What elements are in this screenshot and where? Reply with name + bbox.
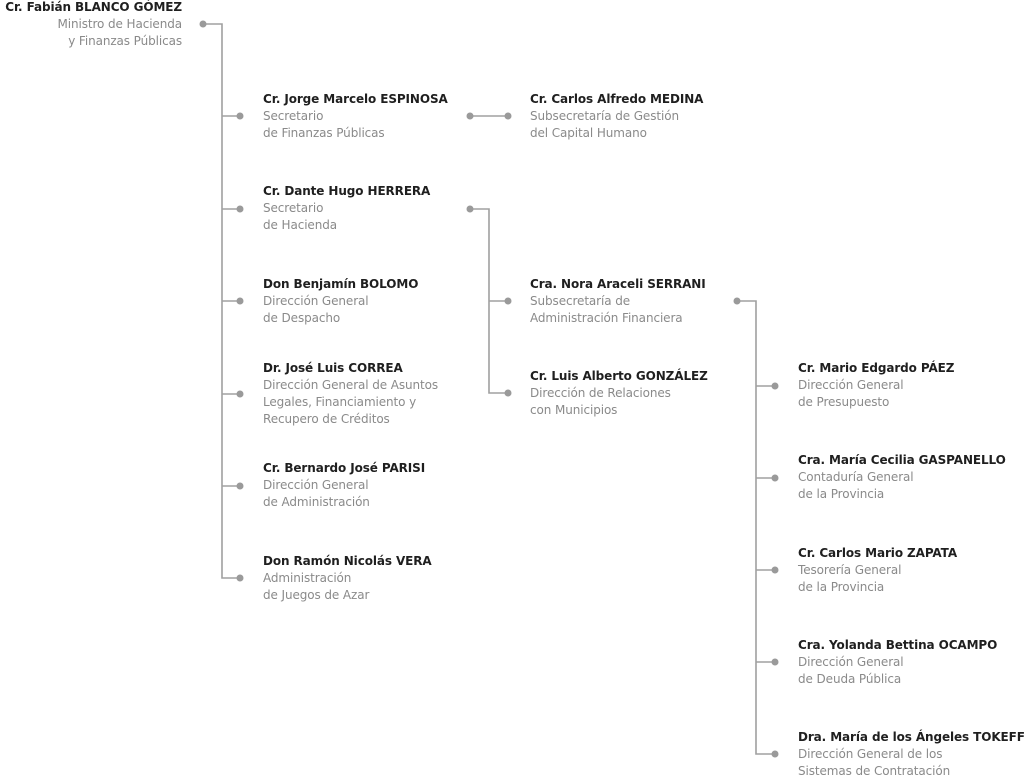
node-role: Dirección General	[798, 655, 904, 669]
node-role: de Juegos de Azar	[263, 588, 370, 602]
node-name: Don Benjamín BOLOMO	[263, 277, 419, 291]
node-gonzalez: Cr. Luis Alberto GONZÁLEZ Dirección de R…	[530, 368, 708, 419]
dot-zapata	[771, 566, 779, 574]
node-parisi: Cr. Bernardo José PARISI Dirección Gener…	[263, 460, 425, 511]
node-serrani: Cra. Nora Araceli SERRANI Subsecretaría …	[530, 276, 706, 327]
dot-l1-5	[236, 574, 244, 582]
node-role: Dirección de Relaciones	[530, 386, 671, 400]
node-tokeff: Dra. María de los Ángeles TOKEFF Direcci…	[798, 729, 1024, 780]
dot-l1-0	[236, 112, 244, 120]
dot-paez	[771, 382, 779, 390]
serrani-trunk	[737, 300, 775, 755]
node-role: de Administración	[263, 495, 370, 509]
node-paez: Cr. Mario Edgardo PÁEZ Dirección General…	[798, 360, 954, 411]
node-espinosa: Cr. Jorge Marcelo ESPINOSA Secretario de…	[263, 91, 448, 142]
node-zapata: Cr. Carlos Mario ZAPATA Tesorería Genera…	[798, 545, 957, 596]
dot-ocampo	[771, 658, 779, 666]
node-role: Dirección General de los	[798, 747, 943, 761]
node-role: Administración	[263, 571, 352, 585]
node-role: Secretario	[263, 109, 324, 123]
node-role: Dirección General	[798, 378, 904, 392]
node-role: y Finanzas Públicas	[68, 34, 182, 48]
node-name: Cra. Yolanda Bettina OCAMPO	[798, 638, 998, 652]
node-role: Subsecretaría de Gestión	[530, 109, 679, 123]
node-role: Dirección General	[263, 294, 369, 308]
node-name: Don Ramón Nicolás VERA	[263, 554, 432, 568]
node-role: Recupero de Créditos	[263, 412, 390, 426]
dot-l1-3	[236, 390, 244, 398]
node-vera: Don Ramón Nicolás VERA Administración de…	[263, 553, 432, 604]
node-role: del Capital Humano	[530, 126, 647, 140]
node-role: Tesorería General	[798, 563, 902, 577]
node-role: Ministro de Hacienda	[57, 17, 183, 31]
dot-l1-1	[236, 205, 244, 213]
dot-herrera-out	[466, 205, 474, 213]
dot-gaspanello	[771, 474, 779, 482]
dot-l1-4	[236, 482, 244, 490]
node-correa: Dr. José Luis CORREA Dirección General d…	[263, 360, 438, 428]
node-role: Dirección General de Asuntos	[263, 378, 439, 392]
node-role: Legales, Financiamiento y	[263, 395, 417, 409]
node-role: Contaduría General	[798, 470, 914, 484]
node-name: Cr. Jorge Marcelo ESPINOSA	[263, 92, 448, 106]
node-name: Cr. Carlos Mario ZAPATA	[798, 546, 958, 560]
node-herrera: Cr. Dante Hugo HERRERA Secretario de Hac…	[263, 183, 430, 234]
node-role: Subsecretaría de	[530, 294, 631, 308]
dot-espinosa-out	[466, 112, 474, 120]
node-role: de Deuda Pública	[798, 672, 902, 686]
dot-medina	[504, 112, 512, 120]
dot-serrani-out	[733, 297, 741, 305]
node-medina: Cr. Carlos Alfredo MEDINA Subsecretaría …	[530, 91, 703, 142]
dot-gonzalez	[504, 389, 512, 397]
node-role: de Presupuesto	[798, 395, 890, 409]
node-role: Administración Financiera	[530, 311, 683, 325]
node-name: Cr. Bernardo José PARISI	[263, 461, 426, 475]
dot-serrani	[504, 297, 512, 305]
node-name: Cr. Carlos Alfredo MEDINA	[530, 92, 704, 106]
node-name: Dra. María de los Ángeles TOKEFF	[798, 730, 1024, 744]
dot-l1-2	[236, 297, 244, 305]
node-name: Cra. María Cecilia GASPANELLO	[798, 453, 1006, 467]
node-role: Dirección General	[263, 478, 369, 492]
node-name: Cr. Mario Edgardo PÁEZ	[798, 361, 955, 375]
node-role: de Hacienda	[263, 218, 337, 232]
node-role: de Despacho	[263, 311, 341, 325]
node-role: Secretario	[263, 201, 324, 215]
node-name: Cra. Nora Araceli SERRANI	[530, 277, 706, 291]
node-gaspanello: Cra. María Cecilia GASPANELLO Contaduría…	[798, 452, 1006, 503]
node-role: de la Provincia	[798, 580, 885, 594]
node-role: de la Provincia	[798, 487, 885, 501]
node-bolomo: Don Benjamín BOLOMO Dirección General de…	[263, 276, 418, 327]
node-role: de Finanzas Públicas	[263, 126, 385, 140]
dot-tokeff	[771, 750, 779, 758]
node-name: Cr. Luis Alberto GONZÁLEZ	[530, 369, 708, 383]
node-root: Cr. Fabián BLANCO GÓMEZ Ministro de Haci…	[5, 0, 182, 50]
node-role: con Municipios	[530, 403, 618, 417]
node-name: Cr. Dante Hugo HERRERA	[263, 184, 431, 198]
node-ocampo: Cra. Yolanda Bettina OCAMPO Dirección Ge…	[798, 637, 997, 688]
dot-root	[199, 20, 207, 28]
node-name: Cr. Fabián BLANCO GÓMEZ	[5, 0, 182, 14]
node-role: Sistemas de Contratación	[798, 764, 951, 778]
node-name: Dr. José Luis CORREA	[263, 361, 403, 375]
